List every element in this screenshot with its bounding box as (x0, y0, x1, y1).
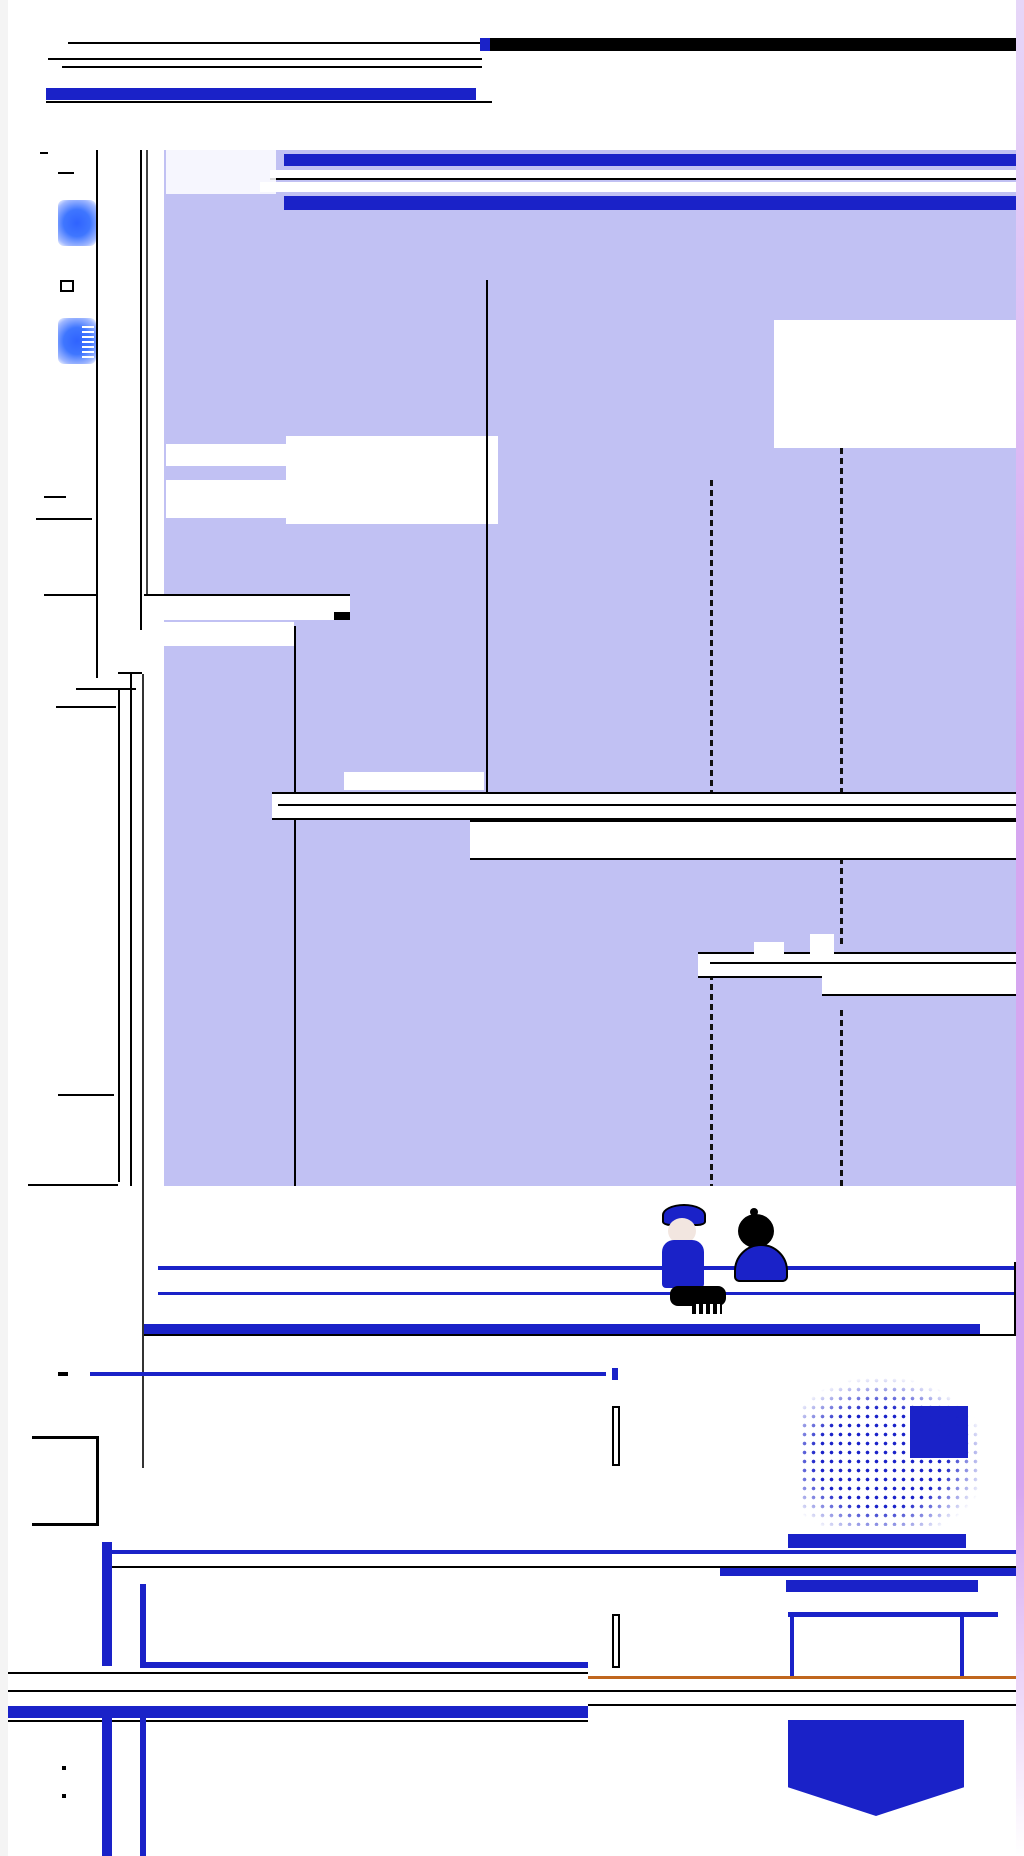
dotted-cluster (800, 1376, 980, 1526)
shelf-3-tab2 (810, 934, 834, 954)
guide-v5 (710, 974, 713, 1186)
sidebar-mark-5 (36, 518, 92, 520)
shelf-2[interactable] (272, 792, 1018, 820)
guide-v6 (840, 1010, 843, 1186)
toolbar-tab[interactable] (46, 88, 476, 100)
rail-3-line (144, 1334, 1016, 1336)
table-top (788, 1612, 998, 1617)
rail-2 (158, 1292, 1016, 1295)
band-rule-orange (588, 1676, 1016, 1679)
shelf-2-label (344, 772, 484, 790)
right-edge (1016, 0, 1024, 1856)
guide-v2 (710, 480, 713, 794)
shield-icon (788, 1720, 964, 1816)
left-frame-v3 (142, 674, 144, 1468)
top-rule-2 (48, 58, 482, 60)
sidebar-mark-4 (44, 496, 66, 498)
shelf-2-sub (470, 820, 1018, 860)
platform-mid (786, 1580, 978, 1592)
lower-mark (58, 1372, 68, 1376)
app-icon[interactable] (58, 200, 96, 246)
sidebar-frame-inner (140, 150, 142, 630)
band-rule-2 (0, 1672, 588, 1674)
sidebar-mark-7 (76, 688, 136, 690)
left-frame-v2 (130, 674, 132, 1186)
canvas-topleft-white (166, 150, 276, 194)
bottom-v1 (102, 1718, 112, 1856)
rail-3 (144, 1324, 980, 1334)
table-leg-l (790, 1616, 794, 1676)
sidebar-mark-3 (60, 280, 74, 292)
sidebar-mark-6 (44, 594, 96, 596)
guide-v3 (840, 448, 843, 946)
lower-rule-1 (90, 1372, 606, 1376)
lower-rule-1-end (612, 1368, 618, 1380)
grid-icon-lines (82, 326, 94, 360)
left-blue-v2 (140, 1584, 146, 1666)
rail-3-end (1014, 1262, 1016, 1336)
overlay-box-left[interactable] (166, 444, 286, 518)
bottom-mark-2 (62, 1794, 66, 1798)
lower-cursor-2 (612, 1614, 620, 1668)
outline-box[interactable] (32, 1436, 99, 1526)
lower-cursor (612, 1406, 620, 1466)
band-rule-1 (140, 1662, 588, 1668)
toolbar-tab-underline (46, 101, 492, 103)
top-rule-3 (62, 66, 482, 68)
band-rule-3 (0, 1690, 1016, 1692)
rail-4 (102, 1550, 1016, 1554)
sidebar-mark-8 (56, 706, 116, 708)
guide-v4 (294, 626, 296, 1186)
shelf-1-under (164, 622, 294, 646)
two-figures-sitting-icon (650, 1200, 790, 1340)
band-rule-4 (588, 1704, 1016, 1706)
bottom-v2 (140, 1718, 146, 1856)
shelf-1-end (334, 612, 350, 620)
sidebar-mark-1 (40, 152, 48, 154)
platform-top (788, 1534, 966, 1548)
header-rule-2 (270, 178, 1020, 180)
shelf-2-sub-mark (460, 818, 530, 820)
top-rule-1 (68, 42, 482, 44)
header-rule-1 (270, 170, 1020, 178)
shelf-1 (144, 594, 350, 620)
rail-4-blue (720, 1568, 1016, 1576)
overlay-box-center[interactable] (286, 436, 498, 524)
band-blue (0, 1706, 588, 1718)
left-edge (0, 0, 8, 1856)
header-title-bar (284, 196, 1020, 210)
sidebar-mark-9 (58, 1094, 114, 1096)
shelf-3-sub (822, 974, 1018, 996)
sidebar-mark-10 (28, 1184, 118, 1186)
header-badge-bar (284, 154, 1020, 166)
left-frame-v1 (118, 690, 120, 1182)
shelf-3-rule (710, 962, 1018, 964)
sidebar-mark-2 (58, 172, 74, 174)
sidebar-frame-left (96, 150, 98, 678)
rail-4-line (104, 1566, 1016, 1568)
shelf-2-rule (278, 804, 1018, 806)
shelf-3-tab (754, 942, 784, 954)
band-rule-5 (0, 1720, 588, 1722)
header-rule-3 (260, 182, 1020, 192)
overlay-box-right[interactable] (774, 320, 1018, 448)
left-blue-v1 (102, 1542, 112, 1666)
rail-1 (158, 1266, 1016, 1270)
table-leg-r (960, 1616, 964, 1676)
main-canvas[interactable] (164, 150, 1016, 1186)
sidebar-frame-inner-2 (146, 150, 148, 620)
overlay-box-left-strip (166, 466, 286, 480)
left-frame-h1 (118, 672, 142, 674)
title-bar (488, 38, 1018, 51)
guide-v1 (486, 280, 488, 792)
bottom-mark-1 (62, 1766, 66, 1770)
title-bar-accent (480, 38, 490, 51)
